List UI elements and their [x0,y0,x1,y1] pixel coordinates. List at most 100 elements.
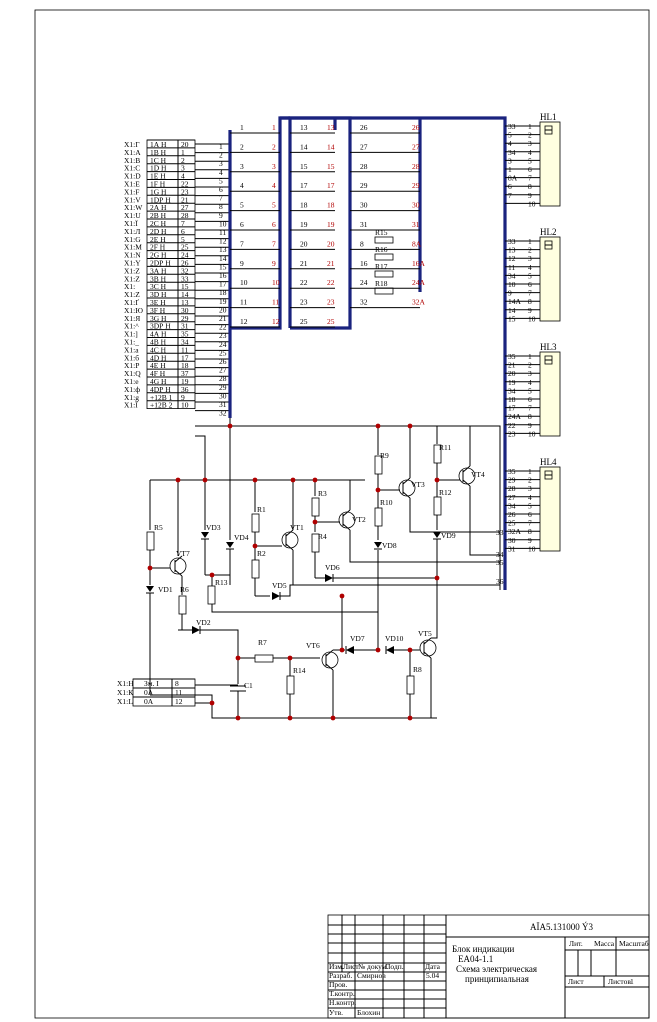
indicator-net: 14А [508,297,522,306]
x1-pin: 20 [181,140,189,149]
x1-signal: 3Е Н [150,298,166,307]
x1-signal: 4В Н [150,338,167,347]
x1-pin: 28 [181,211,189,220]
x1-pin: 23 [181,187,189,196]
seg-pin-right: 21 [327,259,335,268]
x1-signal: 4G Н [150,377,167,386]
indicator-net: 27 [508,493,516,502]
resistor-box [374,287,394,295]
x1-pin: 10 [181,401,189,410]
x1-right-num: 22 [219,323,227,332]
indicator-name: HL1 [540,112,557,122]
indicator-net: 9 [508,289,512,298]
x1-pin: 19 [181,377,189,386]
seg-pin-left: 16 [360,259,368,268]
x1-name: X1:а [124,345,139,354]
indicator-net: 35 [508,467,516,476]
x1-pin: 31 [181,322,189,331]
x1-name: X1:Q [124,369,141,378]
resistor-label: R7 [258,638,267,647]
indicator-pin: 8 [528,527,532,536]
x1-name: X1:_ [124,338,139,347]
x1-right-num: 18 [219,288,227,297]
seg-pin-left: 24 [360,278,368,287]
x1-signal: 3D Н [150,290,167,299]
indicator-pin: 10 [528,544,536,553]
x1-name: X1:Г [124,140,140,149]
resistor-label: R17 [375,262,388,271]
x1-right-num: 19 [219,297,227,306]
indicator-pin: 9 [528,421,532,430]
seg-pin-right: 6 [272,220,276,229]
resistor-label: R18 [375,279,388,288]
seg-pin-left: 10 [240,278,248,287]
indicator-net: 8А [508,174,518,183]
x1-name: X1:] [124,330,138,339]
seg-pin-right: 32А [412,298,426,307]
x1-name: X1:V [124,195,141,204]
x1-signal: +12В 2 [150,401,173,410]
x1-right-num: 17 [219,280,227,289]
seg-pin-right: 30 [412,201,420,210]
seg-pin-right: 5 [272,201,276,210]
x1-pin: 26 [181,259,189,268]
resistor-label: R16 [375,245,388,254]
seg-pin-right: 26 [412,123,420,132]
x1-pin: 29 [181,314,189,323]
seg-pin-left: 31 [360,220,368,229]
resistor-label: R5 [154,523,163,532]
x1-name: X1:Ґ [124,298,139,307]
indicator-net: 30 [508,536,516,545]
indicator-pin: 1 [528,122,532,131]
x1-pin: 22 [181,180,189,189]
indicator-pin: 4 [528,263,532,272]
resistor-label: R4 [318,532,327,541]
indicator-net: 28 [508,484,516,493]
seg-pin-left: 1 [240,123,244,132]
seg-pin-left: 19 [300,220,308,229]
x1-name: X1:Z [124,266,140,275]
approver-name: Блохин [357,1008,380,1017]
seg-pin-left: 3 [240,162,244,171]
x1-right-num: 21 [219,314,227,323]
indicator-pin: 8 [528,412,532,421]
x1-pin: 7 [181,219,185,228]
transistor-label: VT4 [471,470,485,479]
seg-pin-right: 2 [272,142,276,151]
x1-pin: 5 [181,235,185,244]
indicator-net: 19 [508,378,516,387]
indicator-pin: 6 [528,165,532,174]
indicator-net: 34 [508,386,516,395]
x1-right-num: 11 [219,228,226,237]
x1-signal: 4С Н [150,345,167,354]
x1-signal: 1С Н [150,156,167,165]
indicator-pin: 7 [528,404,532,413]
doc-code: АЇА5.131000 Ý3 [530,922,593,932]
indicator-pin: 7 [528,289,532,298]
bus-2 [230,116,290,330]
sheets-label: Листов [608,977,631,986]
component-labels: R1R2R3R4R5R6R7R8R9R10R11R12R13R14VT1VT2V… [154,443,504,690]
x1-bottom-pin: 8 [175,679,179,688]
x1-bottom-signal: Зм. I [144,679,159,688]
seg-pin-left: 27 [360,142,368,151]
indicator-pin: 10 [528,429,536,438]
x1-signal: 4F Н [150,369,166,378]
row-approved: Утв. [329,1008,343,1017]
resistor-label: R8 [413,665,422,674]
x1-name: X1:С [124,164,140,173]
title-line-3: Схема электрическая [456,964,537,974]
transistor-label: VT3 [411,480,425,489]
x1-bottom-pin: 11 [175,688,182,697]
seg-pin-left: 5 [240,201,244,210]
mass-label: Масса [594,939,615,948]
transistor-label: VT7 [176,549,190,558]
indicator-net: 3 [508,156,512,165]
seg-pin-right: 10 [272,278,280,287]
x1-right-num: 12 [219,237,227,246]
transistor-label: VT5 [418,629,432,638]
transistor-label: VT6 [306,641,320,650]
